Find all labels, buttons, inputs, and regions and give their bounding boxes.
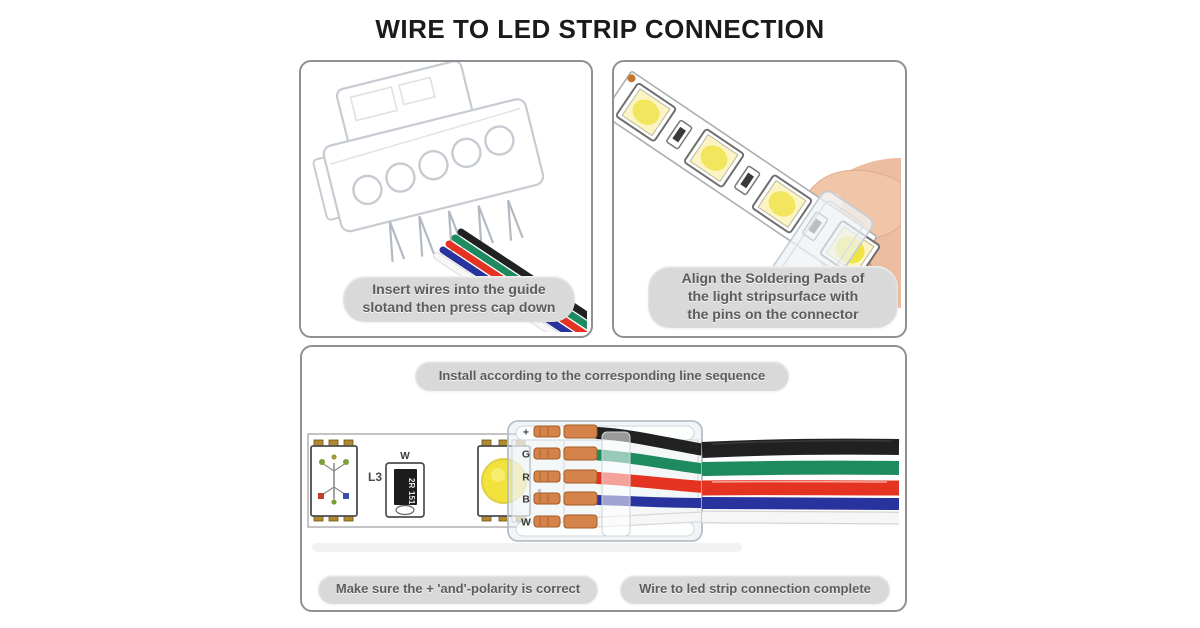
strip-resistor: W 2R 151 bbox=[385, 451, 425, 518]
connector-channel-labels: + G R B W bbox=[521, 427, 531, 529]
chip-label: L3 bbox=[368, 470, 382, 484]
label-white: W bbox=[521, 517, 531, 529]
panel-install-sequence: L3 W 2R 151 bbox=[300, 345, 907, 612]
resistor-code-1: 2R bbox=[407, 478, 416, 488]
label-green: G bbox=[522, 449, 530, 461]
pin-texture bbox=[539, 427, 549, 526]
caption-polarity: Make sure the + 'and'-polarity is correc… bbox=[318, 575, 598, 604]
caption-connection-complete: Wire to led strip connection complete bbox=[620, 575, 890, 604]
resistor-label: W bbox=[400, 451, 410, 462]
connector-ridge bbox=[601, 431, 631, 537]
strip-connector-wiring-illustration: L3 W 2R 151 bbox=[307, 420, 900, 552]
label-plus: + bbox=[523, 427, 529, 439]
wire-blue bbox=[701, 497, 900, 510]
wire-white bbox=[701, 511, 900, 524]
caption-install-sequence: Install according to the corresponding l… bbox=[415, 361, 789, 391]
rgb-led-chip bbox=[310, 439, 358, 522]
clear-connector bbox=[312, 62, 545, 263]
label-blue: B bbox=[522, 494, 530, 506]
caption-insert-wires: Insert wires into the guide slotand then… bbox=[343, 276, 575, 322]
page-title: WIRE TO LED STRIP CONNECTION bbox=[375, 14, 825, 44]
caption-align-pads: Align the Soldering Pads of the light st… bbox=[648, 266, 898, 328]
panel-insert-wires: Insert wires into the guide slotand then… bbox=[299, 60, 593, 338]
solder-blob bbox=[627, 74, 636, 83]
copper-pins bbox=[533, 424, 598, 529]
rgb-die-pattern bbox=[318, 454, 349, 505]
wire-green bbox=[701, 460, 900, 476]
resistor-code-2: 151 bbox=[407, 491, 416, 505]
panel-align-pads: Align the Soldering Pads of the light st… bbox=[612, 60, 907, 338]
wire-black bbox=[701, 438, 900, 458]
wire-connector: + G R B W bbox=[507, 420, 710, 542]
shadow bbox=[312, 543, 742, 552]
label-red: R bbox=[522, 472, 530, 484]
output-wires bbox=[701, 438, 900, 525]
